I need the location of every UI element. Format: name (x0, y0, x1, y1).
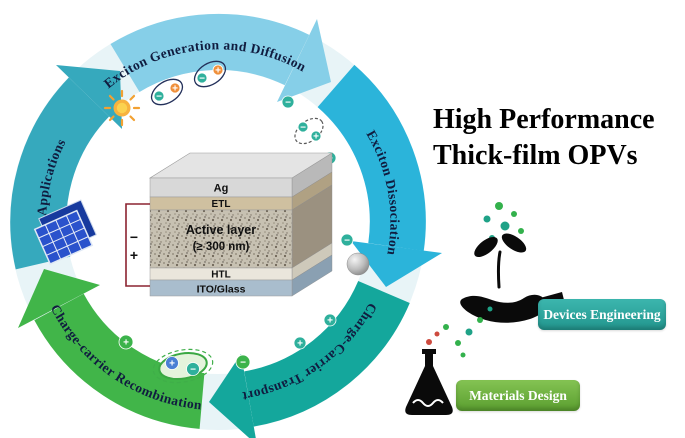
svg-text:+: + (215, 65, 221, 76)
svg-text:−: − (199, 73, 205, 84)
svg-text:+: + (313, 131, 319, 142)
arrowhead (56, 65, 122, 129)
figure-title: High Performance Thick-film OPVs (433, 102, 685, 174)
carrier-sphere (346, 252, 370, 276)
electron-circle: − (235, 354, 251, 370)
solar-panel-icon (33, 199, 97, 266)
devices-engineering-badge: Devices Engineering (538, 299, 666, 330)
plus-charge: + (165, 356, 179, 370)
exciton-pair-2: − + (193, 60, 227, 88)
hole-circle: + (118, 334, 134, 350)
svg-text:−: − (300, 122, 306, 133)
device-stack: Ag ETL Active layer (≥ 300 nm) HTL ITO/G… (125, 152, 334, 297)
svg-text:+: + (297, 339, 303, 350)
svg-text:−: − (344, 236, 350, 247)
svg-text:−: − (156, 91, 162, 102)
free-electron: − (281, 95, 295, 109)
plus-charge: + (212, 64, 224, 76)
arrowhead (18, 269, 100, 328)
cycle-arrow-exciton-dissociation (317, 64, 442, 287)
minus-charge: − (297, 121, 309, 133)
cycle-arrow-exciton-generation (110, 13, 331, 102)
cycle-arrow-recombination (18, 269, 206, 429)
materials-design-badge: Materials Design (456, 380, 580, 411)
layer-label-ag: Ag (214, 183, 229, 195)
electrode-positive-sign: + (130, 247, 138, 263)
layer-label-htl: HTL (211, 270, 230, 281)
electrode-negative-sign: − (130, 229, 138, 245)
transport-graphic: − + + (293, 233, 370, 350)
figure-title-line2: Thick-film OPVs (433, 139, 638, 171)
svg-text:+: + (327, 316, 333, 327)
flask-icon (405, 324, 453, 415)
svg-text:+: + (172, 83, 178, 94)
arrowhead (277, 19, 331, 102)
layer-ito (149, 279, 293, 297)
layer-label-active-sub: (≥ 300 nm) (193, 241, 250, 253)
svg-text:−: − (285, 98, 291, 109)
svg-text:−: − (240, 358, 246, 369)
sun-icon (103, 89, 141, 127)
minus-charge: − (153, 90, 165, 102)
minus-charge: − (186, 362, 200, 376)
hole-circle: + (323, 313, 337, 327)
svg-text:+: + (123, 338, 129, 349)
layer-label-etl: ETL (212, 199, 231, 210)
recombination-graphic: + − + − (118, 334, 251, 384)
plus-charge: + (310, 130, 322, 142)
cycle-arrow-charge-transport (209, 280, 410, 438)
figure-title-line1: High Performance (433, 104, 655, 135)
plus-charge: + (169, 82, 181, 94)
dissociating-exciton-ellipse (294, 117, 324, 145)
layer-active (149, 209, 293, 269)
svg-text:+: + (169, 359, 175, 370)
minus-charge: − (196, 72, 208, 84)
electrode-wire (125, 203, 150, 287)
electron-circle: − (340, 233, 354, 247)
layer-label-active: Active layer (186, 223, 256, 237)
arrowhead (351, 241, 442, 287)
arrowhead (209, 354, 256, 438)
recombination-dashed-ring (152, 348, 214, 384)
svg-text:−: − (190, 365, 196, 376)
dot-trail (455, 306, 493, 358)
hole-circle: + (293, 336, 307, 350)
exciton-pair-1: − + (150, 78, 184, 106)
layer-label-ito: ITO/Glass (197, 284, 246, 296)
